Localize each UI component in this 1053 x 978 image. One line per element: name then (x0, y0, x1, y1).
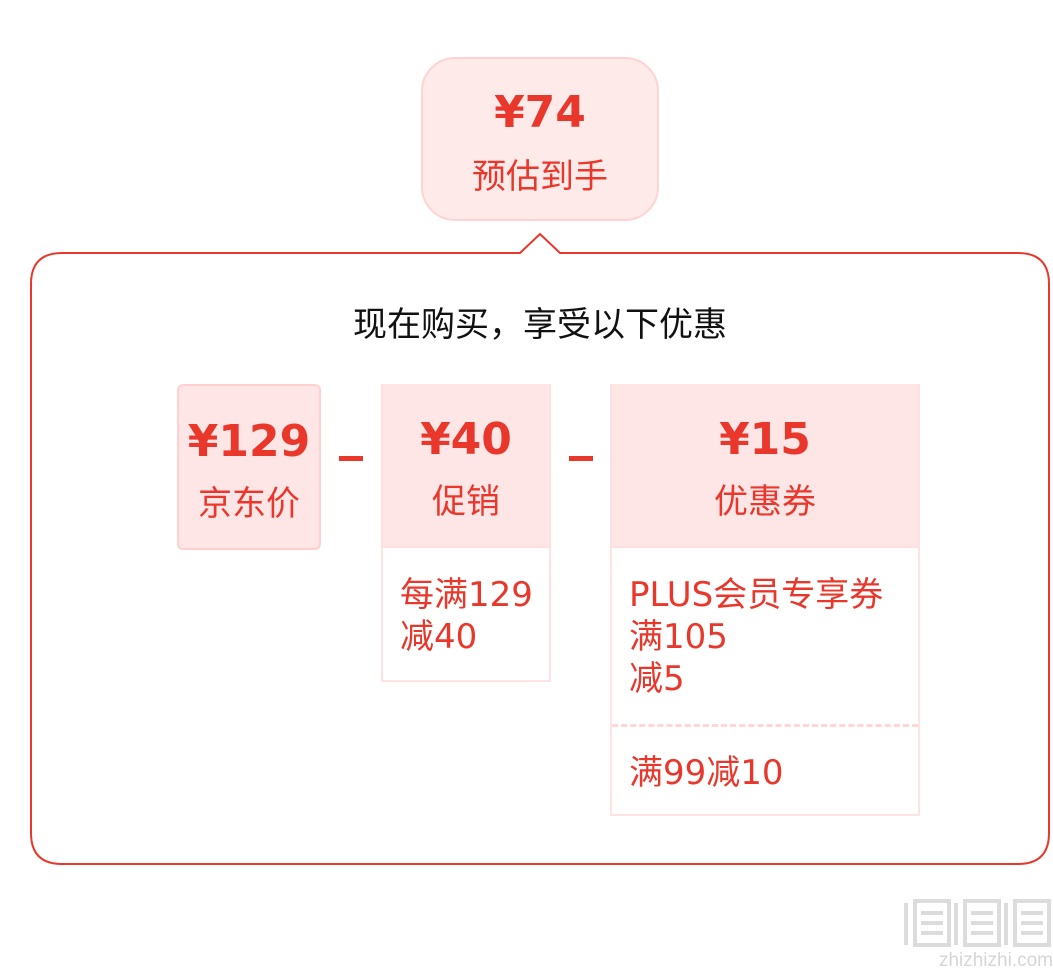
watermark-site: zhizhizhi.com (938, 950, 1053, 971)
coupon-amount: ¥15 (719, 414, 811, 465)
coupon-box: ¥15 优惠券 (610, 384, 920, 548)
promotion-detail: 每满129 减40 (381, 548, 551, 682)
promotion-rule: 每满129 减40 (400, 575, 533, 657)
coupon-label: 优惠券 (714, 482, 816, 522)
coupon-rule-general: 满99减10 (629, 753, 784, 793)
estimated-price-label: 预估到手 (472, 157, 608, 197)
jd-price: ¥129 (187, 416, 311, 467)
watermark-logo (904, 899, 1051, 947)
jd-price-box: ¥129 京东价 (177, 384, 321, 550)
promotion-box: ¥40 促销 (381, 384, 551, 548)
estimated-price: ¥74 (494, 87, 586, 138)
jd-price-label: 京东价 (198, 484, 300, 524)
coupon-divider (612, 724, 918, 727)
coupon-detail: PLUS会员专享券 满105 减5 满99减10 (610, 548, 920, 816)
panel-title: 现在购买，享受以下优惠 (353, 305, 727, 345)
coupon-rule-plus: PLUS会员专享券 满105 减5 (629, 575, 884, 699)
minus-sign (339, 456, 363, 461)
promotion-label: 促销 (432, 482, 500, 522)
promotion-amount: ¥40 (420, 414, 512, 465)
minus-sign (569, 456, 593, 461)
estimated-price-box: ¥74 预估到手 (421, 57, 659, 221)
